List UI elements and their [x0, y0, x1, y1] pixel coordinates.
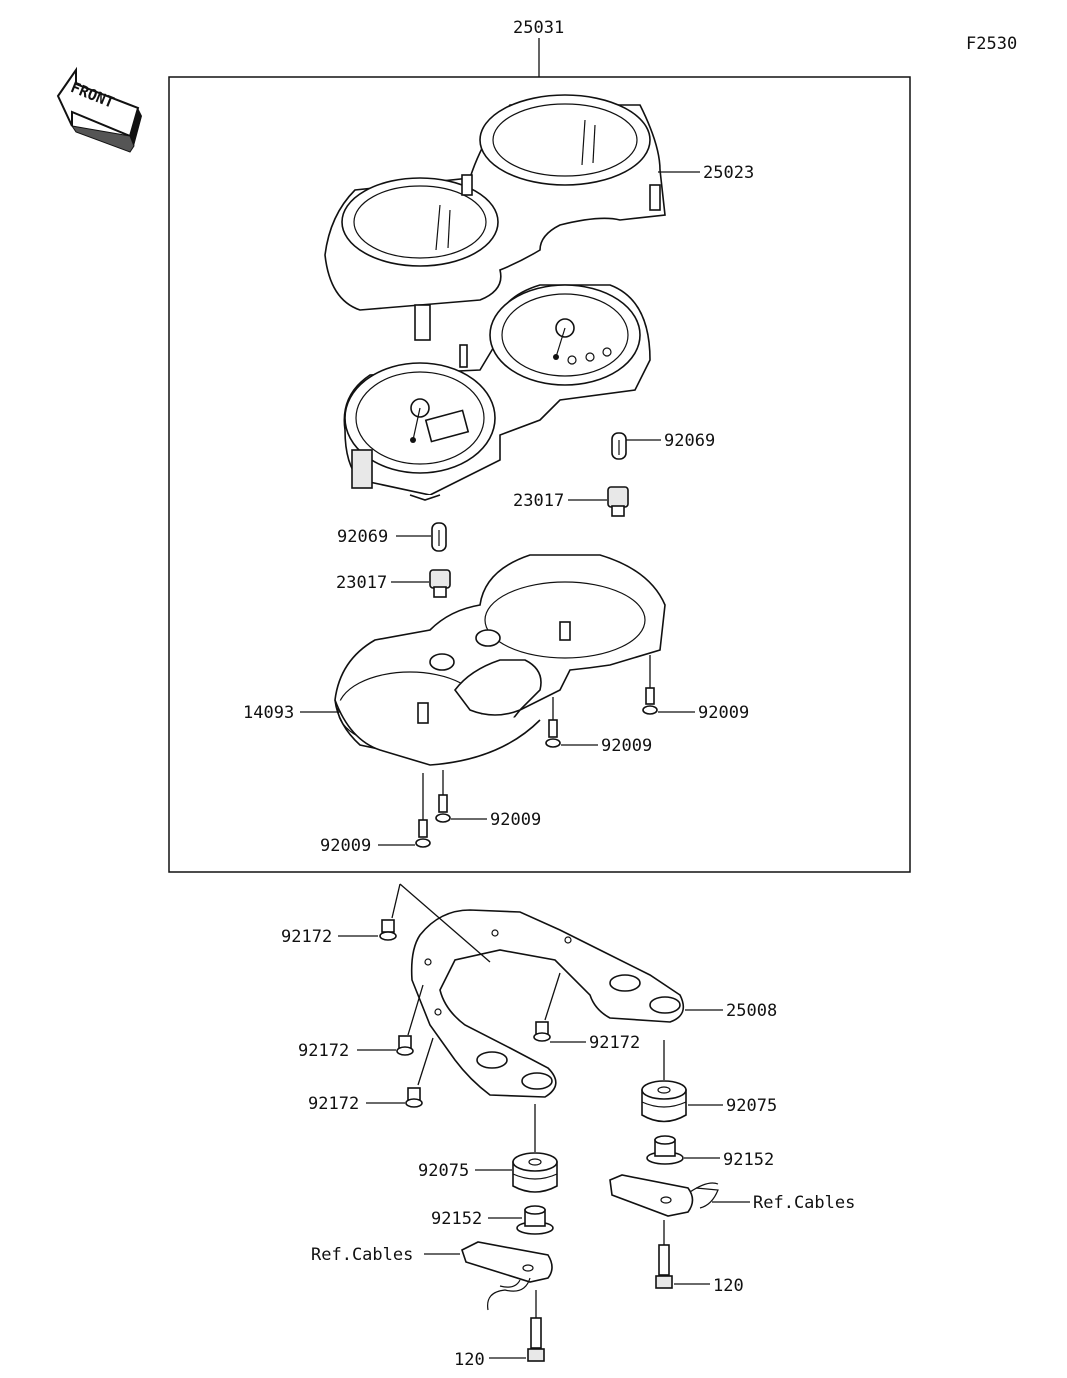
collar-right: [646, 1135, 684, 1165]
callout-92009-center: 92009: [601, 736, 652, 756]
bolt-lower-left: [405, 1037, 434, 1108]
screw-center: [545, 697, 561, 748]
screw-bottom-left: [415, 773, 431, 848]
front-arrow-icon: FRONT: [56, 66, 142, 153]
socket-right: [607, 486, 629, 517]
speedometer-dial: [344, 362, 496, 474]
screw-bottom-right: [435, 770, 451, 823]
screw-right: [642, 655, 658, 715]
callout-92009-bottom-right: 92009: [490, 810, 541, 830]
cable-bracket-left: [461, 1241, 553, 1311]
bulb-left: [431, 522, 447, 552]
callout-25031: 25031: [513, 18, 564, 38]
figure-code: F2530: [966, 34, 1017, 54]
callout-ref-cables-right: Ref.Cables: [753, 1193, 855, 1213]
bulb-right: [611, 432, 627, 460]
collar-left: [516, 1205, 554, 1235]
callout-92069-left: 92069: [337, 527, 388, 547]
cable-bracket-right: [609, 1174, 719, 1217]
callout-92172-mid: 92172: [298, 1041, 349, 1061]
callout-92172-upper: 92172: [281, 927, 332, 947]
callout-120-right: 120: [713, 1276, 744, 1296]
callout-92009-right: 92009: [698, 703, 749, 723]
callout-92152-left: 92152: [431, 1209, 482, 1229]
lower-case: [334, 554, 666, 766]
callout-25008: 25008: [726, 1001, 777, 1021]
callout-25023: 25023: [703, 163, 754, 183]
callout-23017-left: 23017: [336, 573, 387, 593]
callout-92069-right: 92069: [664, 431, 715, 451]
callout-92075-left: 92075: [418, 1161, 469, 1181]
socket-left: [429, 569, 451, 598]
bolt-120-right: [655, 1220, 673, 1289]
callout-ref-cables-left: Ref.Cables: [311, 1245, 413, 1265]
bolt-center: [533, 972, 561, 1042]
bolt-120-left: [527, 1290, 545, 1362]
damper-left: [512, 1152, 558, 1193]
meter-cover: [324, 94, 666, 341]
bolt-upper-left: [379, 883, 401, 941]
callout-23017-right: 23017: [513, 491, 564, 511]
callout-92075-right: 92075: [726, 1096, 777, 1116]
damper-right: [641, 1080, 687, 1123]
callout-14093: 14093: [243, 703, 294, 723]
meter-body: [343, 284, 651, 501]
leader-bracket-tip: [399, 883, 491, 963]
callout-92152-right: 92152: [723, 1150, 774, 1170]
bracket: [410, 909, 685, 1098]
callout-92172-center: 92172: [589, 1033, 640, 1053]
callout-92009-bottom-left: 92009: [320, 836, 371, 856]
callout-92172-lower: 92172: [308, 1094, 359, 1114]
callout-120-left: 120: [454, 1350, 485, 1370]
bolt-mid-left: [396, 984, 424, 1056]
